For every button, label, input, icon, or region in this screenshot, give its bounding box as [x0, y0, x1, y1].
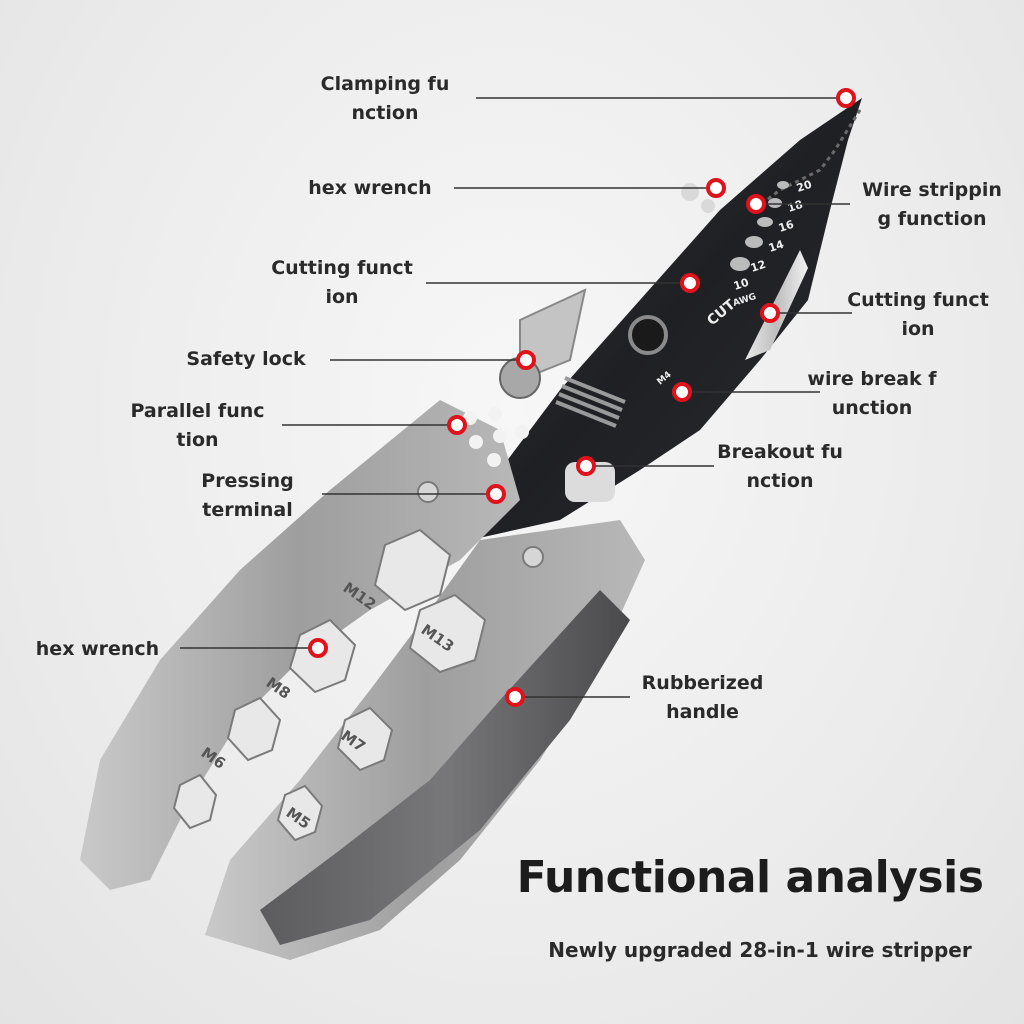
- callout-hex-wrench-top: hex wrench: [308, 177, 432, 199]
- awg-label-16: 16: [777, 218, 796, 235]
- marker-clamping: [836, 88, 856, 108]
- awg-label-18: 18: [786, 198, 805, 215]
- marker-parallel: [447, 415, 467, 435]
- callout-wire-break: wire break f unction: [807, 368, 937, 419]
- marker-wire-stripping: [746, 194, 766, 214]
- marker-cutting-right: [760, 303, 780, 323]
- hex-hole: [681, 183, 699, 201]
- awg-label-12: 12: [749, 258, 768, 275]
- callout-hex-wrench-bottom: hex wrench: [35, 638, 160, 660]
- callout-breakout: Breakout fu nction: [717, 441, 843, 492]
- page-title: Functional analysis: [516, 852, 984, 903]
- page-subtitle: Newly upgraded 28-in-1 wire stripper: [548, 938, 972, 962]
- callout-pressing-terminal: Pressing terminal: [201, 470, 294, 521]
- markers: [308, 88, 856, 707]
- marker-hex-top: [706, 178, 726, 198]
- callout-parallel: Parallel func tion: [130, 400, 265, 451]
- left-rivet: [417, 481, 439, 503]
- rubber-grip: [260, 590, 630, 945]
- callout-wire-stripping: Wire strippin g function: [862, 179, 1002, 230]
- cutting-edge: [745, 250, 808, 360]
- parallel-holes: [463, 407, 529, 467]
- callout-clamping: Clamping fu nction: [320, 73, 450, 124]
- pivot-bolt: [628, 315, 668, 355]
- awg-label-10: 10: [732, 276, 751, 293]
- callout-rubberized: Rubberized handle: [641, 672, 764, 723]
- awg-label-20: 20: [795, 178, 814, 195]
- callout-lines: [180, 97, 852, 698]
- awg-label-14: 14: [767, 238, 786, 255]
- serrated-jaw: [759, 109, 862, 207]
- marker-hex-bottom: [308, 638, 328, 658]
- marker-breakout: [576, 456, 596, 476]
- breakout-slot: [565, 462, 615, 502]
- marker-wire-break: [672, 382, 692, 402]
- spring: [555, 376, 626, 428]
- right-rivet: [522, 546, 544, 568]
- marker-cutting-left: [680, 273, 700, 293]
- hex-cutouts-right: [276, 593, 487, 842]
- stripping-notches: [730, 181, 789, 271]
- right-handle: [205, 520, 645, 960]
- callout-safety-lock: Safety lock: [186, 348, 306, 370]
- marker-pressing: [486, 484, 506, 504]
- callout-cutting-left: Cutting funct ion: [271, 257, 413, 308]
- marker-safety-lock: [516, 350, 536, 370]
- marker-rubberized: [505, 687, 525, 707]
- callout-cutting-right: Cutting funct ion: [847, 289, 989, 340]
- hex-hole: [701, 199, 715, 213]
